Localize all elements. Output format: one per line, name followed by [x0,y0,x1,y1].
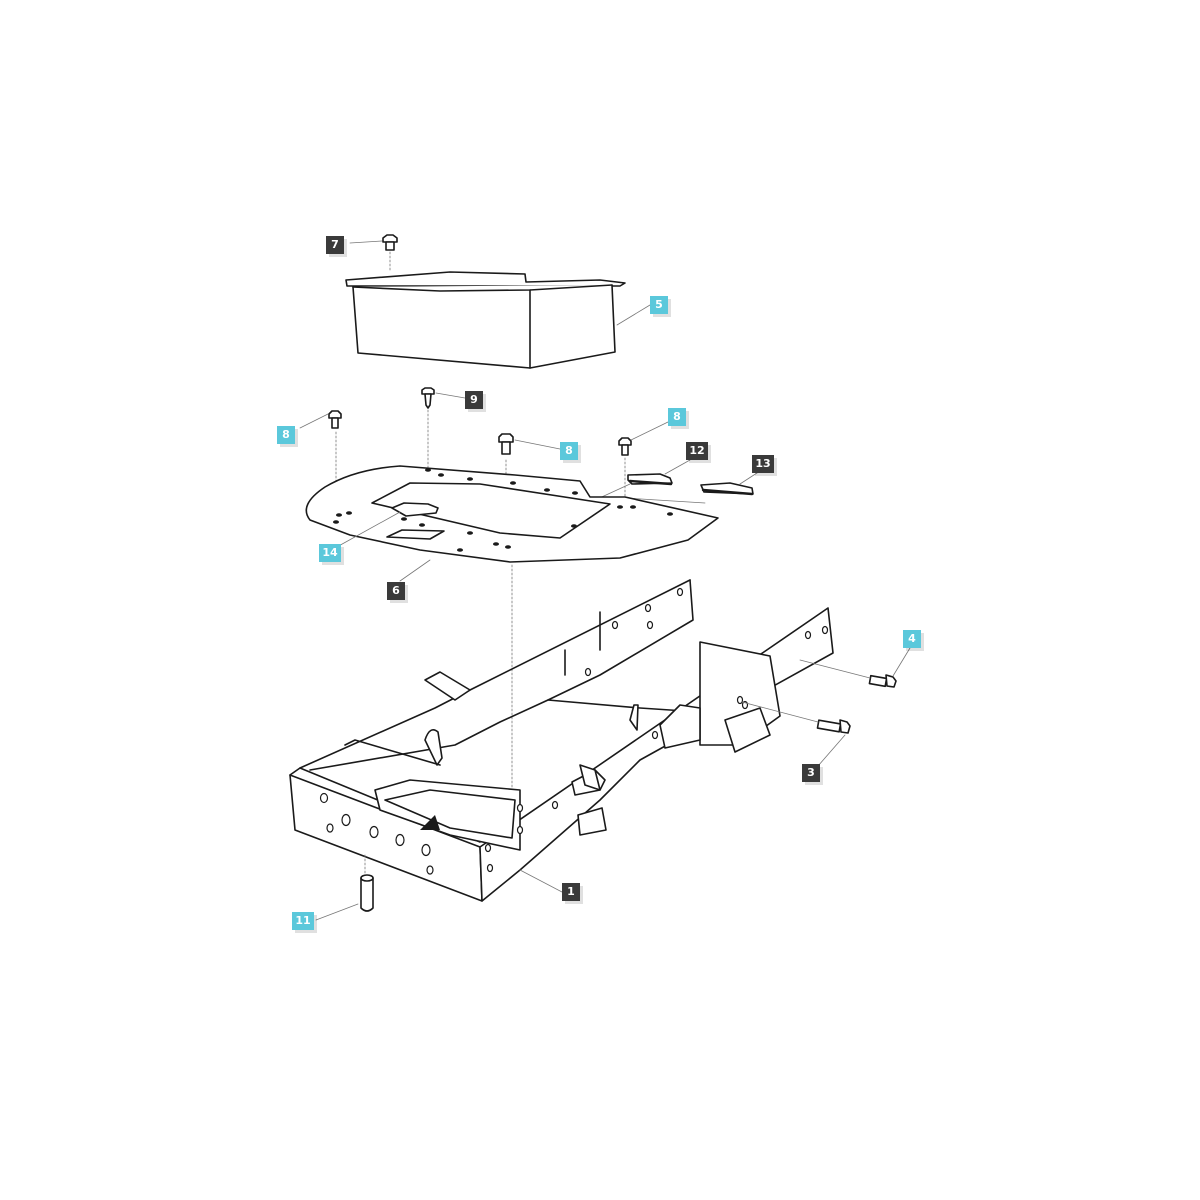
screw-icon-part-9[interactable] [421,387,435,409]
callout-part-11[interactable]: 11 [292,912,314,930]
spacer-sleeve-part-11[interactable] [360,874,374,912]
callout-part-5[interactable]: 5 [650,296,668,314]
bolt-icon-part-8-center[interactable] [498,433,514,455]
callout-part-4[interactable]: 4 [903,630,921,648]
callout-part-8[interactable]: 8 [560,442,578,460]
bolt-icon-part-8-left[interactable] [328,410,342,429]
callout-part-8[interactable]: 8 [277,426,295,444]
floor-plate-part-6[interactable] [305,465,719,563]
callout-part-13[interactable]: 13 [752,455,774,473]
bolt-icon-part-7[interactable] [382,234,398,251]
callout-part-9[interactable]: 9 [465,391,483,409]
callout-part-3[interactable]: 3 [802,764,820,782]
callout-part-14[interactable]: 14 [319,544,341,562]
bolt-icon-part-3[interactable] [816,719,851,734]
callout-part-1[interactable]: 1 [562,883,580,901]
callout-part-6[interactable]: 6 [387,582,405,600]
main-frame-part-1[interactable] [289,579,834,902]
callout-part-8[interactable]: 8 [668,408,686,426]
callout-part-12[interactable]: 12 [686,442,708,460]
battery-tray-part-5[interactable] [345,271,626,369]
callout-part-7[interactable]: 7 [326,236,344,254]
bolt-icon-part-8-right[interactable] [618,437,632,456]
rubber-pad-part-12[interactable] [627,473,673,486]
bolt-icon-part-4[interactable] [868,674,897,688]
rubber-pad-part-13[interactable] [700,482,754,496]
